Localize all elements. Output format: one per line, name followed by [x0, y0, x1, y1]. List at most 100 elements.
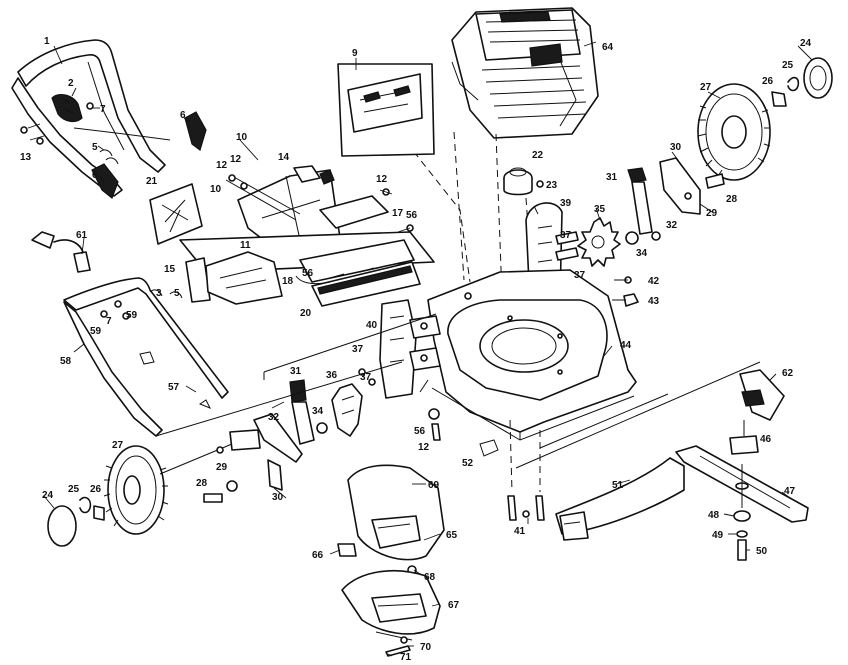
callout-67: 67: [448, 600, 460, 611]
callout-24: 24: [42, 490, 54, 501]
drive-gear: [577, 217, 621, 267]
callout-39: 39: [560, 198, 572, 209]
callout-22: 22: [532, 150, 544, 161]
leader-lines: [43, 41, 813, 657]
callout-28: 28: [726, 194, 738, 205]
callout-labels: 1 2 7 6 13 5 6 21 10 12 12 14 10 12 17 5…: [20, 36, 812, 663]
grass-bag-cover: [337, 464, 445, 575]
deck-bolts: [507, 419, 545, 521]
callout-17: 17: [392, 208, 404, 219]
upper-handle: [11, 39, 207, 199]
callout-29: 29: [706, 208, 718, 219]
decal-plate: [149, 183, 203, 245]
callout-29: 29: [216, 462, 228, 473]
callout-56: 56: [414, 426, 426, 437]
hub-cap-right: [771, 57, 833, 107]
callout-13: 13: [20, 152, 32, 163]
callout-44: 44: [620, 340, 632, 351]
callout-36: 36: [326, 370, 338, 381]
callout-58: 58: [60, 356, 72, 367]
callout-26: 26: [90, 484, 102, 495]
callout-12: 12: [216, 160, 228, 171]
callout-56: 56: [406, 210, 418, 221]
callout-5: 5: [174, 288, 180, 299]
pulley: [503, 167, 544, 196]
height-adjuster-right: [625, 157, 725, 245]
callout-31: 31: [290, 366, 302, 377]
callout-34: 34: [312, 406, 324, 417]
callout-40: 40: [366, 320, 378, 331]
mower-deck: [427, 269, 637, 441]
callout-5: 5: [92, 142, 98, 153]
grass-bag-frame: [341, 570, 441, 657]
callout-10: 10: [236, 132, 248, 143]
callout-61: 61: [76, 230, 88, 241]
callout-20: 20: [300, 308, 312, 319]
rear-wheel-right: [697, 83, 771, 181]
callout-21: 21: [146, 176, 158, 187]
callout-48: 48: [708, 510, 720, 521]
callout-35: 35: [594, 204, 606, 215]
callout-31: 31: [606, 172, 618, 183]
callout-23: 23: [546, 180, 558, 191]
callout-26: 26: [762, 76, 774, 87]
callout-69: 69: [428, 480, 440, 491]
callout-28: 28: [196, 478, 208, 489]
callout-10: 10: [210, 184, 222, 195]
rear-baffle: [179, 224, 435, 307]
callout-46: 46: [760, 434, 772, 445]
callout-59: 59: [90, 326, 102, 337]
front-wheel-left: [103, 445, 169, 535]
callout-9: 9: [352, 48, 358, 59]
axle-left: [159, 429, 283, 503]
callout-2: 2: [68, 78, 74, 89]
callout-43: 43: [648, 296, 660, 307]
axle-bracket: [379, 299, 441, 399]
callout-37: 37: [360, 372, 372, 383]
callout-30: 30: [670, 142, 682, 153]
callout-7: 7: [106, 316, 112, 327]
callout-24: 24: [800, 38, 812, 49]
callout-11: 11: [240, 240, 251, 251]
callout-7: 7: [100, 104, 106, 115]
callout-27: 27: [112, 440, 124, 451]
callout-59: 59: [126, 310, 138, 321]
callout-6: 6: [180, 110, 186, 121]
callout-49: 49: [712, 530, 724, 541]
callout-41: 41: [514, 526, 526, 537]
callout-64: 64: [602, 42, 614, 53]
callout-37: 37: [352, 344, 364, 355]
blade-bolt-stack: [733, 464, 751, 561]
callout-6: 6: [92, 170, 98, 181]
callout-18: 18: [282, 276, 294, 287]
blade-control-panel: [337, 63, 435, 157]
callout-12: 12: [230, 154, 242, 165]
callout-71: 71: [400, 652, 412, 663]
height-adjuster-left: [253, 368, 376, 463]
rear-flap-lines: [155, 313, 761, 469]
callout-65: 65: [446, 530, 458, 541]
callout-15: 15: [164, 264, 176, 275]
callout-25: 25: [782, 60, 794, 71]
callout-57: 57: [168, 382, 180, 393]
callout-56: 56: [302, 268, 314, 279]
small-hardware-right: [612, 276, 639, 307]
callout-37: 37: [574, 270, 586, 281]
callout-50: 50: [756, 546, 768, 557]
callout-37: 37: [560, 230, 572, 241]
callout-62: 62: [782, 368, 794, 379]
lower-handle: [63, 277, 229, 437]
callout-66: 66: [312, 550, 324, 561]
callout-32: 32: [666, 220, 678, 231]
callout-32: 32: [268, 412, 280, 423]
callout-12: 12: [376, 174, 388, 185]
discharge-guard: [555, 457, 685, 541]
callout-70: 70: [420, 642, 432, 653]
callout-14: 14: [278, 152, 290, 163]
engine: [451, 7, 599, 139]
callout-51: 51: [612, 480, 624, 491]
callout-27: 27: [700, 82, 712, 93]
callout-3: 3: [156, 288, 162, 299]
callout-30: 30: [272, 492, 284, 503]
